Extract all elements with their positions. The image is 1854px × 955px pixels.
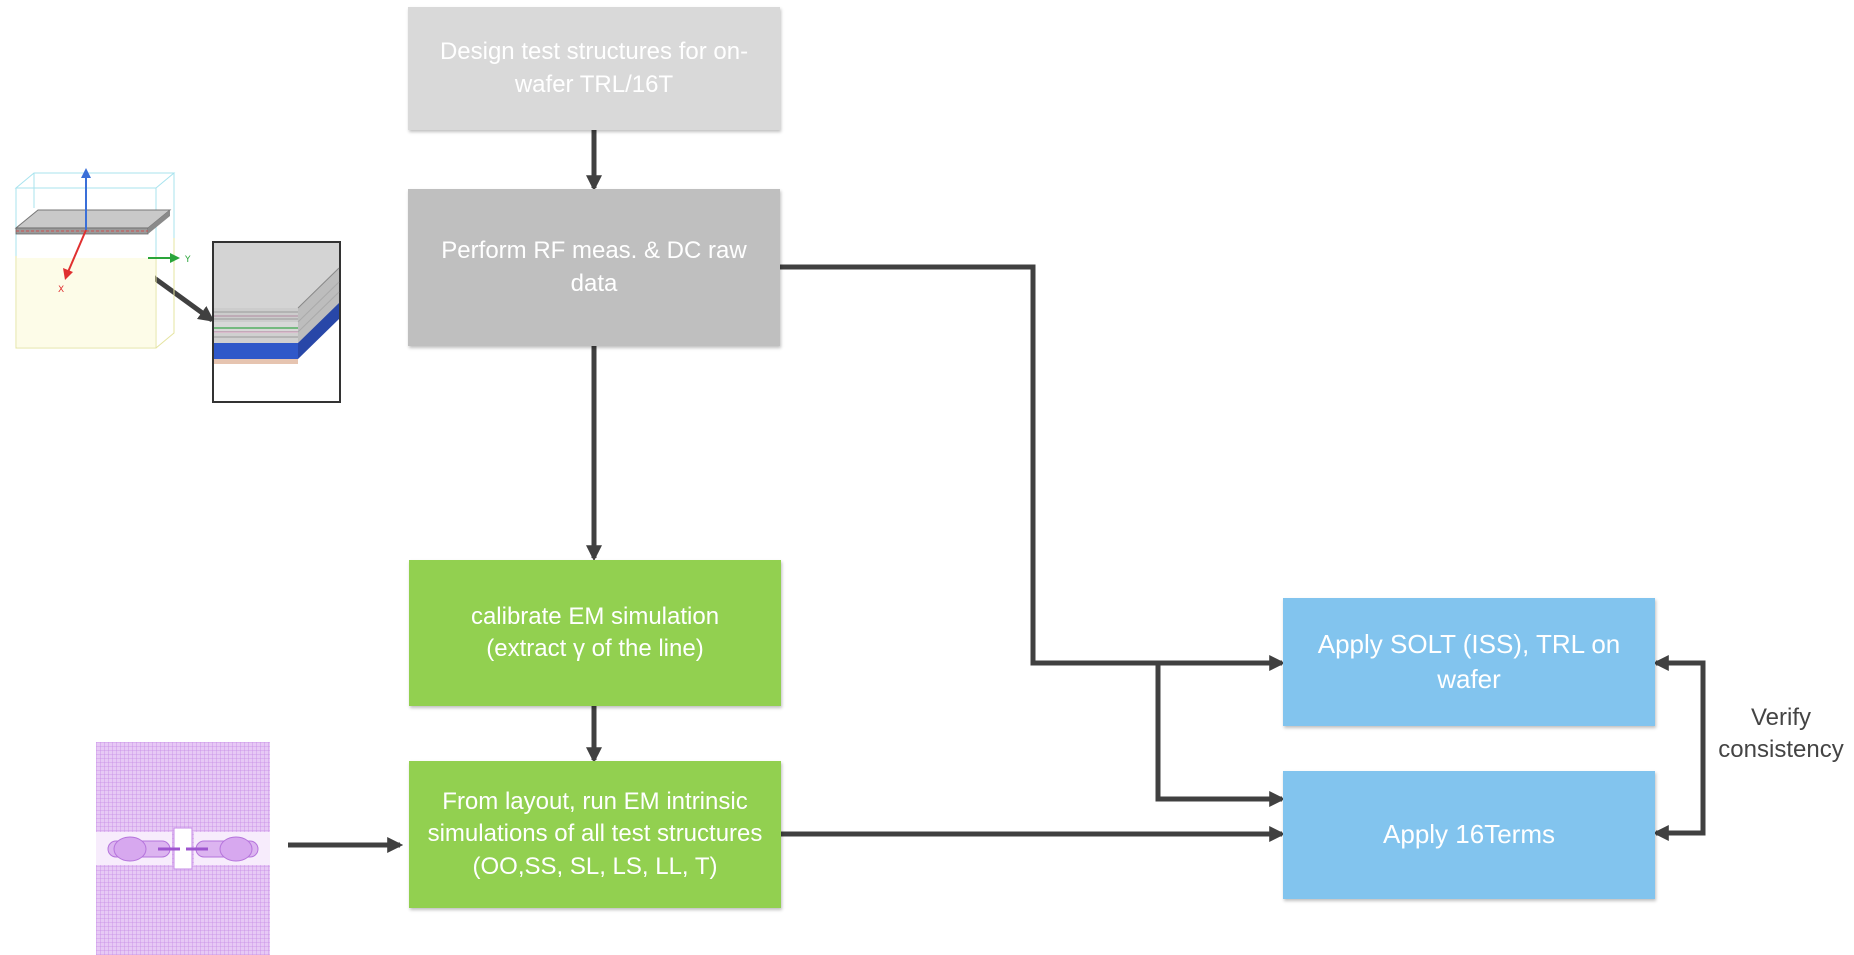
arrow-verify-consistency [1652, 654, 1706, 842]
design-test-structures-box: Design test structures for on-wafer TRL/… [408, 7, 780, 130]
apply-16terms-box: Apply 16Terms [1283, 771, 1655, 899]
svg-text:X: X [58, 285, 64, 295]
apply-solt-trl-box: Apply SOLT (ISS), TRL on wafer [1283, 598, 1655, 726]
arrow-perform-to-solt [780, 264, 1286, 672]
3d-layer-stack-illustration: Y X [14, 168, 341, 403]
run-em-simulations-box: From layout, run EM intrinsic simulation… [409, 761, 781, 908]
calibrate-em-simulation-text: calibrate EM simulation (extract γ of th… [470, 602, 720, 662]
verify-label-line1: Verify [1750, 704, 1812, 731]
test-structure-layout-illustration [96, 742, 270, 955]
arrow-branch-to-sixteen [1155, 663, 1286, 808]
run-em-simulations-text: From layout, run EM intrinsic simulation… [427, 787, 763, 880]
apply-solt-trl-text: Apply SOLT (ISS), TRL on wafer [1317, 628, 1621, 694]
perform-rf-meas-text: Perform RF meas. & DC raw data [441, 237, 747, 297]
perform-rf-meas-box: Perform RF meas. & DC raw data [408, 189, 780, 346]
verify-consistency-label: Verify consistency [1708, 702, 1854, 767]
calibrate-em-simulation-box: calibrate EM simulation (extract γ of th… [409, 560, 781, 706]
apply-16terms-text: Apply 16Terms [1383, 819, 1555, 850]
verify-label-line2: consistency [1718, 736, 1844, 764]
svg-text:Y: Y [184, 255, 191, 265]
design-test-structures-text: Design test structures for on-wafer TRL/… [439, 38, 749, 98]
